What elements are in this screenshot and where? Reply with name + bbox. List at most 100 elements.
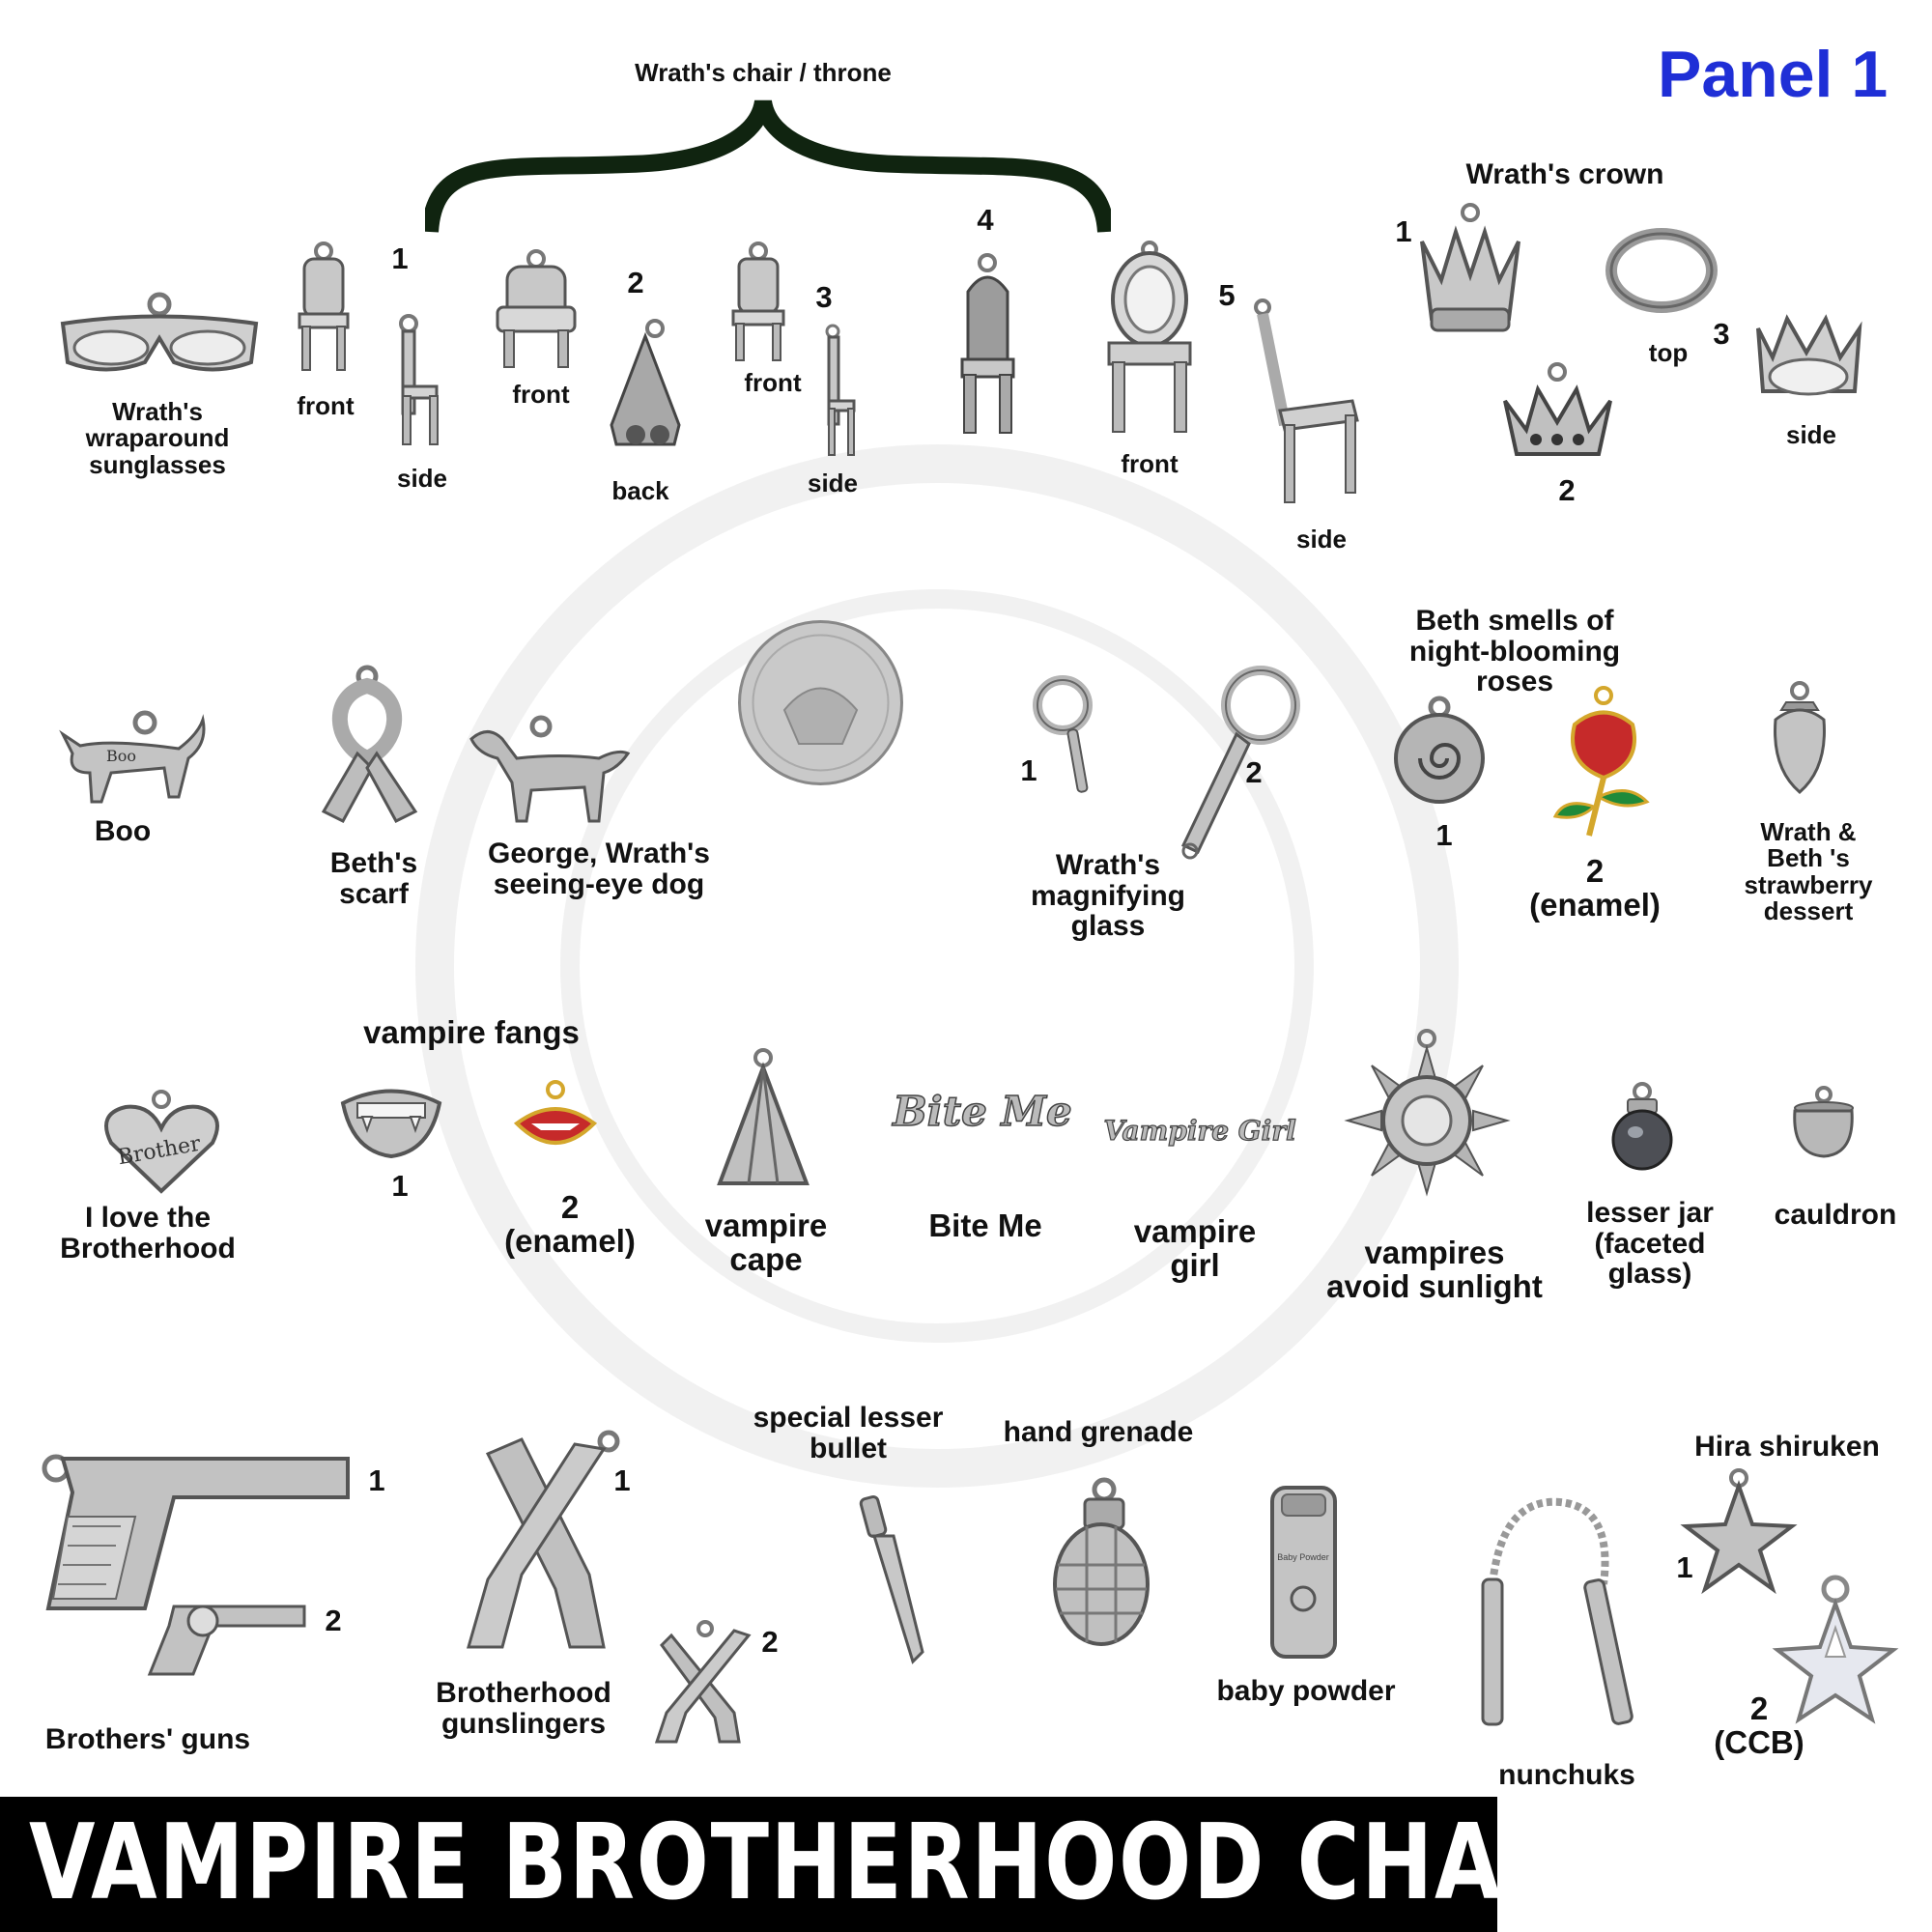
crown3-top-charm (1604, 217, 1719, 314)
chair1-front-label: front (297, 391, 355, 420)
gunslingers1-charm (464, 1430, 623, 1652)
chair5-front-label: front (1121, 449, 1179, 478)
boo-tag-text: Boo (106, 747, 136, 765)
biteme-label: Bite Me (928, 1208, 1042, 1243)
brother-heart-label: I love the Brotherhood (60, 1202, 236, 1264)
shuriken1-charm (1680, 1468, 1798, 1595)
dog-charm (464, 715, 633, 826)
crown2-number: 2 (1558, 473, 1576, 507)
rose2-number: 2 (enamel) (1529, 853, 1661, 923)
crown3-top-label: top (1648, 338, 1689, 367)
chair2-back-charm (607, 319, 684, 459)
chair1-front-charm (295, 242, 353, 372)
gun1-charm (29, 1430, 353, 1613)
curly-brace (425, 99, 1111, 233)
shuriken-title: Hira shiruken (1694, 1431, 1880, 1463)
boo-cat-charm: Boo (53, 705, 208, 807)
chair5-number: 5 (1218, 278, 1236, 312)
nunchuks-charm (1468, 1497, 1652, 1739)
baby-powder-label: baby powder (1216, 1675, 1396, 1707)
chair2-back-label: back (611, 476, 669, 505)
rose2-enamel-charm (1546, 686, 1662, 840)
chair4-number: 4 (977, 203, 994, 237)
chair2-front-label: front (512, 380, 570, 409)
shuriken2-charm (1772, 1575, 1899, 1739)
gunslingers-label: Brotherhood gunslingers (436, 1677, 611, 1740)
crown1-number: 1 (1395, 214, 1412, 248)
grenade-label: hand grenade (1003, 1416, 1194, 1448)
baby-powder-charm: Baby Powder (1267, 1483, 1340, 1662)
magnifier1-number: 1 (1020, 753, 1037, 787)
chair3-number: 3 (815, 280, 833, 314)
nunchuks-label: nunchuks (1498, 1759, 1635, 1791)
magnifier1-charm (1024, 671, 1111, 802)
gun2-charm (135, 1592, 309, 1679)
chair5-side-label: side (1295, 525, 1348, 554)
chair1-side-label: side (396, 464, 448, 493)
gunslingers1-number: 1 (613, 1463, 631, 1497)
chair4-charm (956, 253, 1019, 437)
brother-heart-charm: Brother (101, 1090, 222, 1196)
cape-charm (710, 1048, 816, 1188)
chair5-side-charm (1251, 298, 1367, 507)
gunslingers2-number: 2 (761, 1625, 779, 1659)
rose1-charm (1391, 696, 1488, 807)
sunglasses-charm (58, 290, 261, 382)
chair3-front-label: front (744, 368, 802, 397)
bullet-charm (850, 1492, 932, 1666)
magnifier-label: Wrath's magnifying glass (1030, 849, 1186, 942)
baby-powder-text: Baby Powder (1277, 1552, 1329, 1562)
gun2-number: 2 (325, 1604, 342, 1637)
crown3-number: 3 (1713, 317, 1730, 351)
chair1-number: 1 (391, 242, 409, 275)
fangs-title: vampire fangs (363, 1014, 580, 1050)
shuriken1-number: 1 (1676, 1550, 1693, 1584)
crown3-side-charm (1748, 299, 1869, 406)
cape-label: vampire cape (704, 1208, 828, 1277)
watermark (415, 444, 1459, 1488)
sun-label: vampires avoid sunlight (1326, 1235, 1543, 1304)
throne-group-label: Wrath's chair / throne (635, 58, 892, 87)
cauldron-label: cauldron (1774, 1199, 1897, 1231)
chair3-front-charm (729, 242, 787, 362)
roses-title: Beth smells of night-blooming roses (1408, 605, 1621, 697)
crown2-charm (1497, 362, 1618, 469)
biteme-charm: Bite Me (892, 1072, 1073, 1188)
panel-label: Panel 1 (1658, 38, 1889, 111)
magnifier2-number: 2 (1245, 755, 1263, 789)
gun1-number: 1 (368, 1463, 385, 1497)
fangs2-number: 2 (enamel) (504, 1189, 636, 1259)
banner-title: VAMPIRE BROTHERHOOD CHARMS (29, 1803, 1720, 1923)
rose1-number: 1 (1435, 818, 1453, 852)
strawberry-label: Wrath & Beth 's strawberry dessert (1744, 817, 1873, 925)
sun-charm (1343, 1029, 1512, 1208)
chair3-side-label: side (807, 469, 859, 497)
chair3-side-charm (821, 324, 860, 459)
cauldron-charm (1787, 1086, 1860, 1164)
guns-label: Brothers' guns (44, 1723, 251, 1755)
crown3-side-label: side (1785, 420, 1837, 449)
vampire-girl-label: vampire girl (1133, 1213, 1257, 1283)
vampire-girl-charm: Vampire Girl (1103, 1072, 1297, 1193)
bullet-label: special lesser bullet (753, 1402, 944, 1464)
title-banner: VAMPIRE BROTHERHOOD CHARMS (0, 1797, 1719, 1932)
crown1-charm (1412, 203, 1528, 338)
scarf-charm (314, 665, 425, 826)
crown-title: Wrath's crown (1465, 158, 1664, 190)
chair2-number: 2 (627, 266, 644, 299)
strawberry-charm (1770, 681, 1830, 797)
vampire-girl-text: Vampire Girl (1103, 1115, 1295, 1147)
gunslingers2-charm (652, 1620, 763, 1747)
fangs1-number: 1 (391, 1169, 409, 1203)
lesser-jar-charm (1608, 1082, 1676, 1174)
chair2-front-charm (493, 249, 580, 370)
chair5-front-charm (1101, 241, 1198, 435)
fangs1-charm (333, 1074, 449, 1161)
fangs2-enamel-charm (512, 1080, 599, 1167)
boo-label: Boo (94, 815, 152, 847)
scarf-label: Beth's scarf (329, 847, 418, 910)
sunglasses-label: Wrath's wraparound sunglasses (85, 397, 230, 479)
shuriken2-number: 2 (CCB) (1714, 1690, 1804, 1760)
chair1-side-charm (391, 314, 444, 449)
grenade-charm (1048, 1477, 1154, 1647)
